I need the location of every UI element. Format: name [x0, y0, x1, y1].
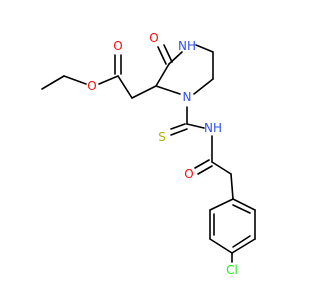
atom-o-amide: O [184, 167, 193, 181]
bond-ring-c6-n1 [193, 78, 214, 95]
bond-amide-carbonyl-2 [197, 165, 213, 175]
bond-amide-carbonyl-1 [194, 159, 210, 169]
bond-thiocarbonyl-s-2 [170, 128, 188, 136]
bond-layer [41, 44, 256, 263]
bond-aryl-6 [232, 198, 256, 211]
bond-ch2-aryl [230, 173, 234, 200]
atom-nh-amide: NH [204, 121, 222, 135]
bond-thiocarbonyl-s-1 [170, 123, 186, 130]
atom-o-ester-carbonyl: O [113, 39, 122, 53]
bond-ester-ch2 [117, 75, 133, 99]
atom-nh-ring: NH [178, 39, 196, 53]
atom-n-ring: N [183, 90, 192, 104]
bond-ring-n1-c2 [155, 85, 181, 95]
molecule-structure-diagram: O O NH O N S NH O Cl [0, 0, 300, 300]
atom-label-layer: O O NH O N S NH O Cl [87, 31, 238, 277]
bond-aryl-3 [209, 238, 233, 254]
bond-ring-c2-c3 [155, 63, 170, 87]
bond-aryl-1 [209, 198, 234, 211]
bond-ring-carbonyl-2 [163, 44, 173, 63]
bond-aryl-inner-2 [232, 235, 251, 248]
bond-ethyl-ch2-o [63, 75, 87, 85]
bond-ring-nh-c5 [195, 44, 214, 53]
atom-o-ester-ether: O [87, 79, 96, 93]
atom-s-thiocarbonyl: S [158, 130, 166, 144]
atom-cl: Cl [226, 263, 238, 277]
atom-o-ring: O [149, 31, 158, 45]
bond-ch2-ring-c2 [131, 85, 157, 99]
bond-aryl-4 [231, 238, 256, 254]
diagram-background [0, 0, 300, 300]
bond-ring-carbonyl-1 [157, 46, 167, 65]
bond-amide-ch2 [211, 161, 232, 175]
bond-o-ester-carbon [98, 75, 119, 85]
bond-thiocarbonyl-nh [186, 123, 205, 129]
bond-ethyl-ch3-ch2 [41, 75, 65, 90]
bond-aryl-inner-3 [232, 204, 251, 214]
